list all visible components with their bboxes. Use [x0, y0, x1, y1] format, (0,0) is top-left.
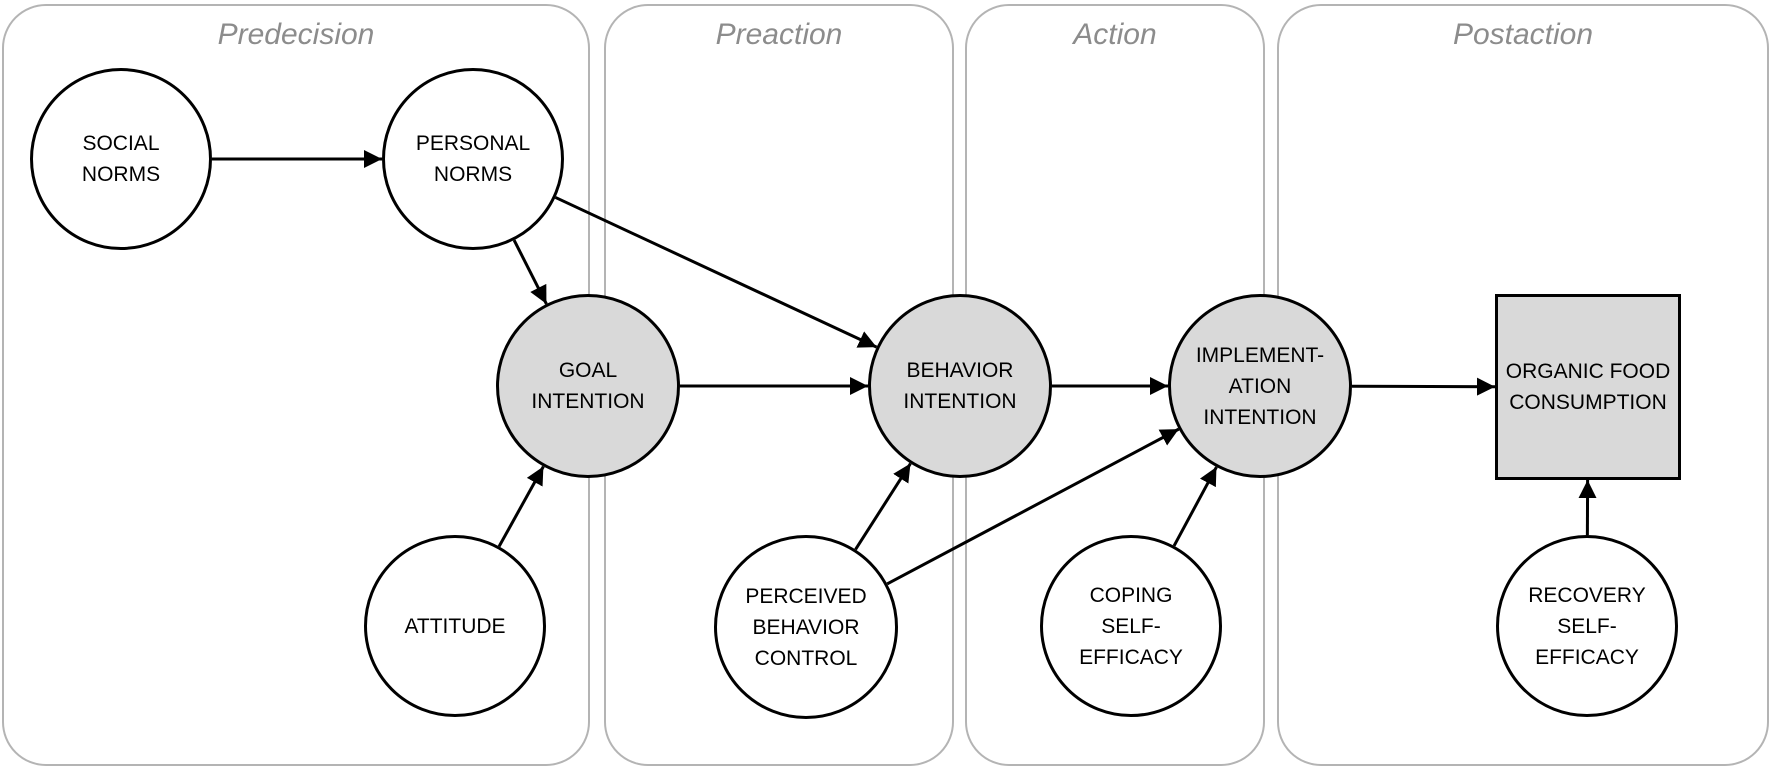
node-implementation-intention: IMPLEMENT- ATION INTENTION — [1168, 294, 1352, 478]
phase-title-action: Action — [1073, 18, 1157, 51]
edge-perceived-behavior-control-to-behavior-intention — [854, 462, 912, 551]
node-social-norms: SOCIAL NORMS — [30, 68, 212, 250]
node-organic-food-consumption: ORGANIC FOOD CONSUMPTION — [1495, 294, 1681, 480]
node-personal-norms: PERSONAL NORMS — [382, 68, 564, 250]
node-attitude: ATTITUDE — [364, 535, 546, 717]
node-recovery-self-efficacy: RECOVERY SELF- EFFICACY — [1496, 535, 1678, 717]
phase-title-postaction: Postaction — [1452, 18, 1594, 51]
edge-personal-norms-to-behavior-intention — [554, 196, 878, 349]
node-perceived-behavior-control: PERCEIVED BEHAVIOR CONTROL — [714, 535, 898, 719]
node-behavior-intention: BEHAVIOR INTENTION — [868, 294, 1052, 478]
edge-personal-norms-to-goal-intention — [512, 239, 548, 305]
edge-perceived-behavior-control-to-implementation-intention — [886, 427, 1180, 586]
node-coping-self-efficacy: COPING SELF- EFFICACY — [1040, 535, 1222, 717]
edge-attitude-to-goal-intention — [497, 465, 545, 548]
edge-coping-self-efficacy-to-implementation-intention — [1172, 466, 1218, 547]
phase-title-preaction: Preaction — [715, 18, 843, 51]
phase-title-predecision: Predecision — [217, 18, 375, 51]
node-goal-intention: GOAL INTENTION — [496, 294, 680, 478]
